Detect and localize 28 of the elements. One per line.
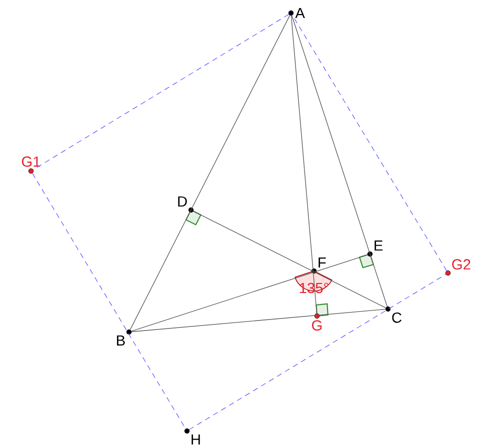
line-segment: [290, 15, 318, 314]
line-segment: [188, 274, 446, 430]
point: E: [367, 240, 383, 257]
line-segment: [130, 14, 290, 330]
line-segment: [131, 254, 368, 332]
line-segment: [131, 308, 386, 332]
node-label: G2: [452, 259, 470, 270]
point: F: [311, 257, 326, 274]
point: D: [178, 196, 194, 213]
node-label: E: [374, 240, 383, 251]
line-segment: [193, 210, 386, 308]
node-label: G1: [22, 156, 40, 167]
point: G2: [445, 259, 470, 276]
line-segment: [291, 15, 388, 307]
point: C: [385, 306, 402, 323]
point: G1: [22, 156, 40, 174]
node-label: F: [318, 257, 326, 268]
point: A: [288, 8, 305, 18]
node-label: B: [116, 335, 125, 346]
line-segment: [32, 14, 290, 170]
node-label: D: [178, 196, 187, 207]
node-label: H: [192, 434, 200, 445]
node-label: A: [295, 8, 305, 18]
node-label: G: [312, 320, 322, 331]
point: G: [312, 313, 322, 331]
node-label: C: [392, 312, 402, 323]
point: B: [117, 329, 132, 346]
point: H: [184, 428, 200, 445]
